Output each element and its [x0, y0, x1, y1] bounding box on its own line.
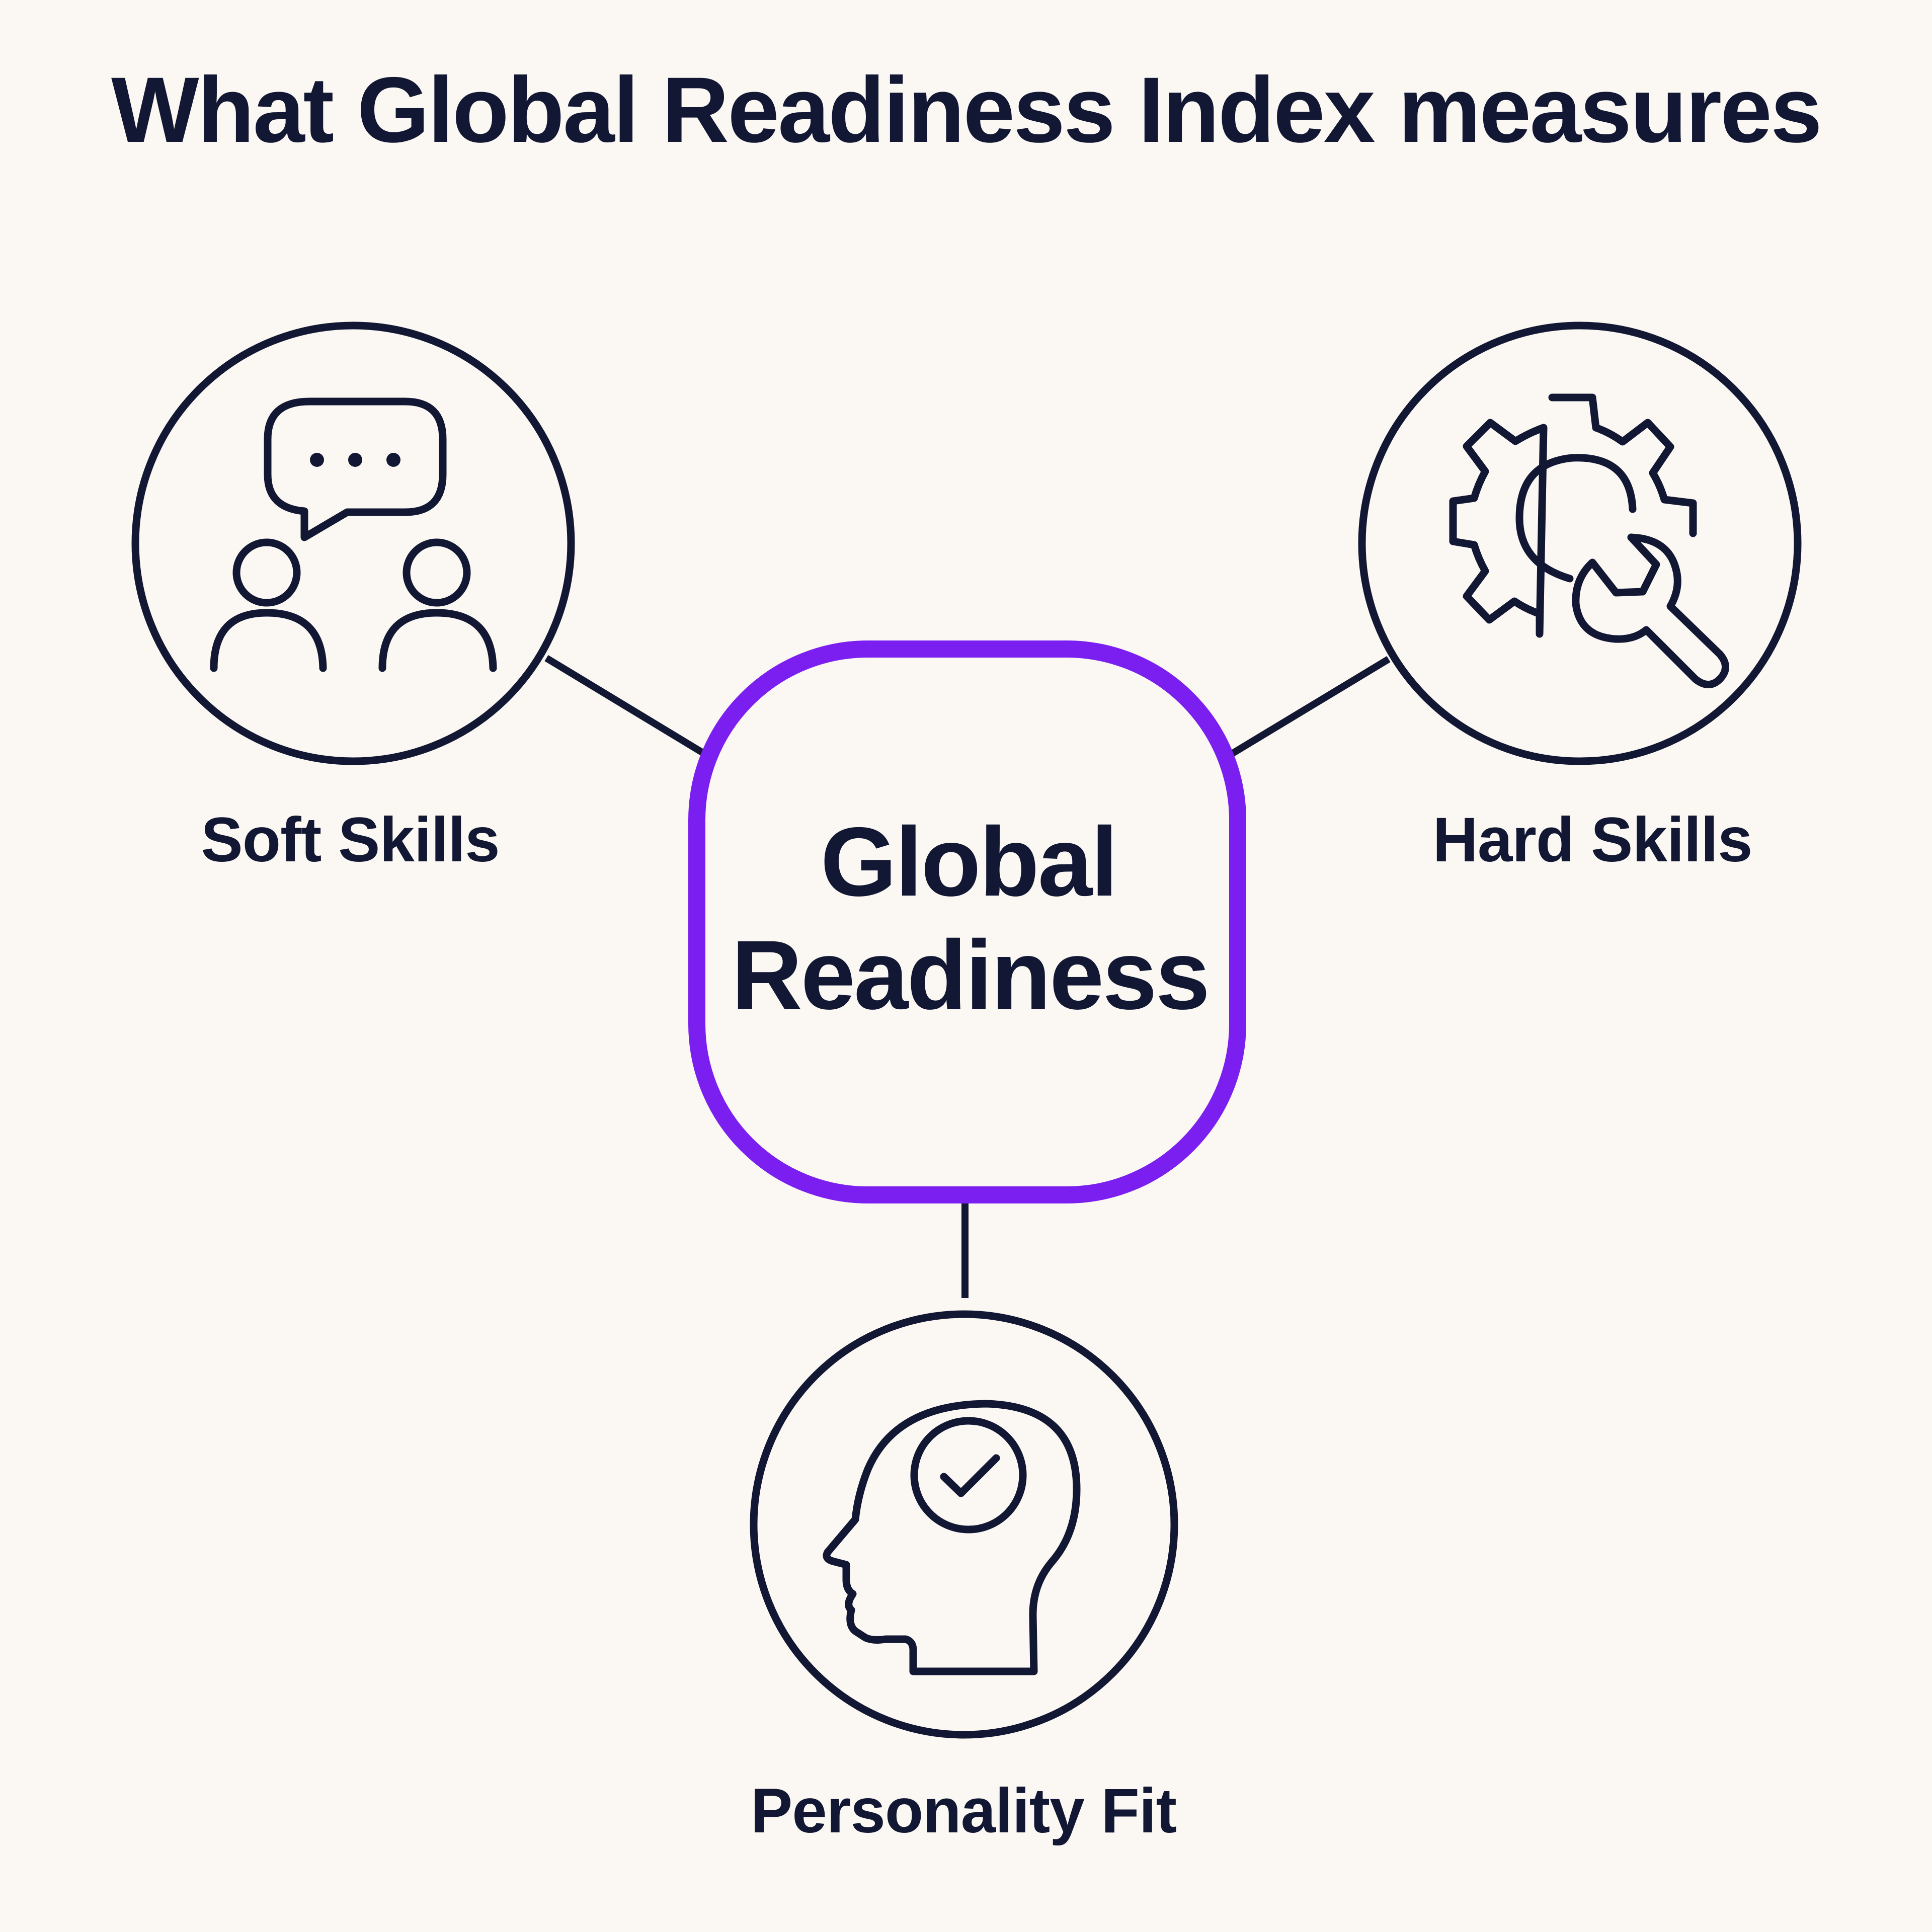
node-personality-fit: Personality Fit [750, 1310, 1178, 1846]
center-node-frame [688, 640, 1246, 1203]
node-soft-skills-circle [131, 321, 575, 765]
people-speech-bubble-icon [210, 397, 497, 672]
node-personality-fit-label: Personality Fit [751, 1776, 1177, 1846]
gear-wrench-icon [1449, 393, 1729, 688]
diagram-title: What Global Readiness Index measures [111, 58, 1821, 162]
connector-hard-skills [1227, 656, 1391, 759]
node-hard-skills: Hard Skills [1358, 321, 1802, 875]
center-label-line1: Global [821, 807, 1117, 917]
node-soft-skills: Soft Skills [131, 321, 575, 875]
node-personality-fit-circle [750, 1310, 1178, 1739]
center-node: Global Readiness [688, 640, 1246, 1203]
node-hard-skills-circle [1358, 321, 1802, 765]
center-label-line2: Readiness [732, 920, 1209, 1030]
node-hard-skills-label: Hard Skills [1432, 805, 1752, 875]
head-checkmark-icon [823, 1400, 1081, 1675]
node-soft-skills-label: Soft Skills [201, 805, 499, 875]
connector-soft-skills [544, 655, 706, 757]
